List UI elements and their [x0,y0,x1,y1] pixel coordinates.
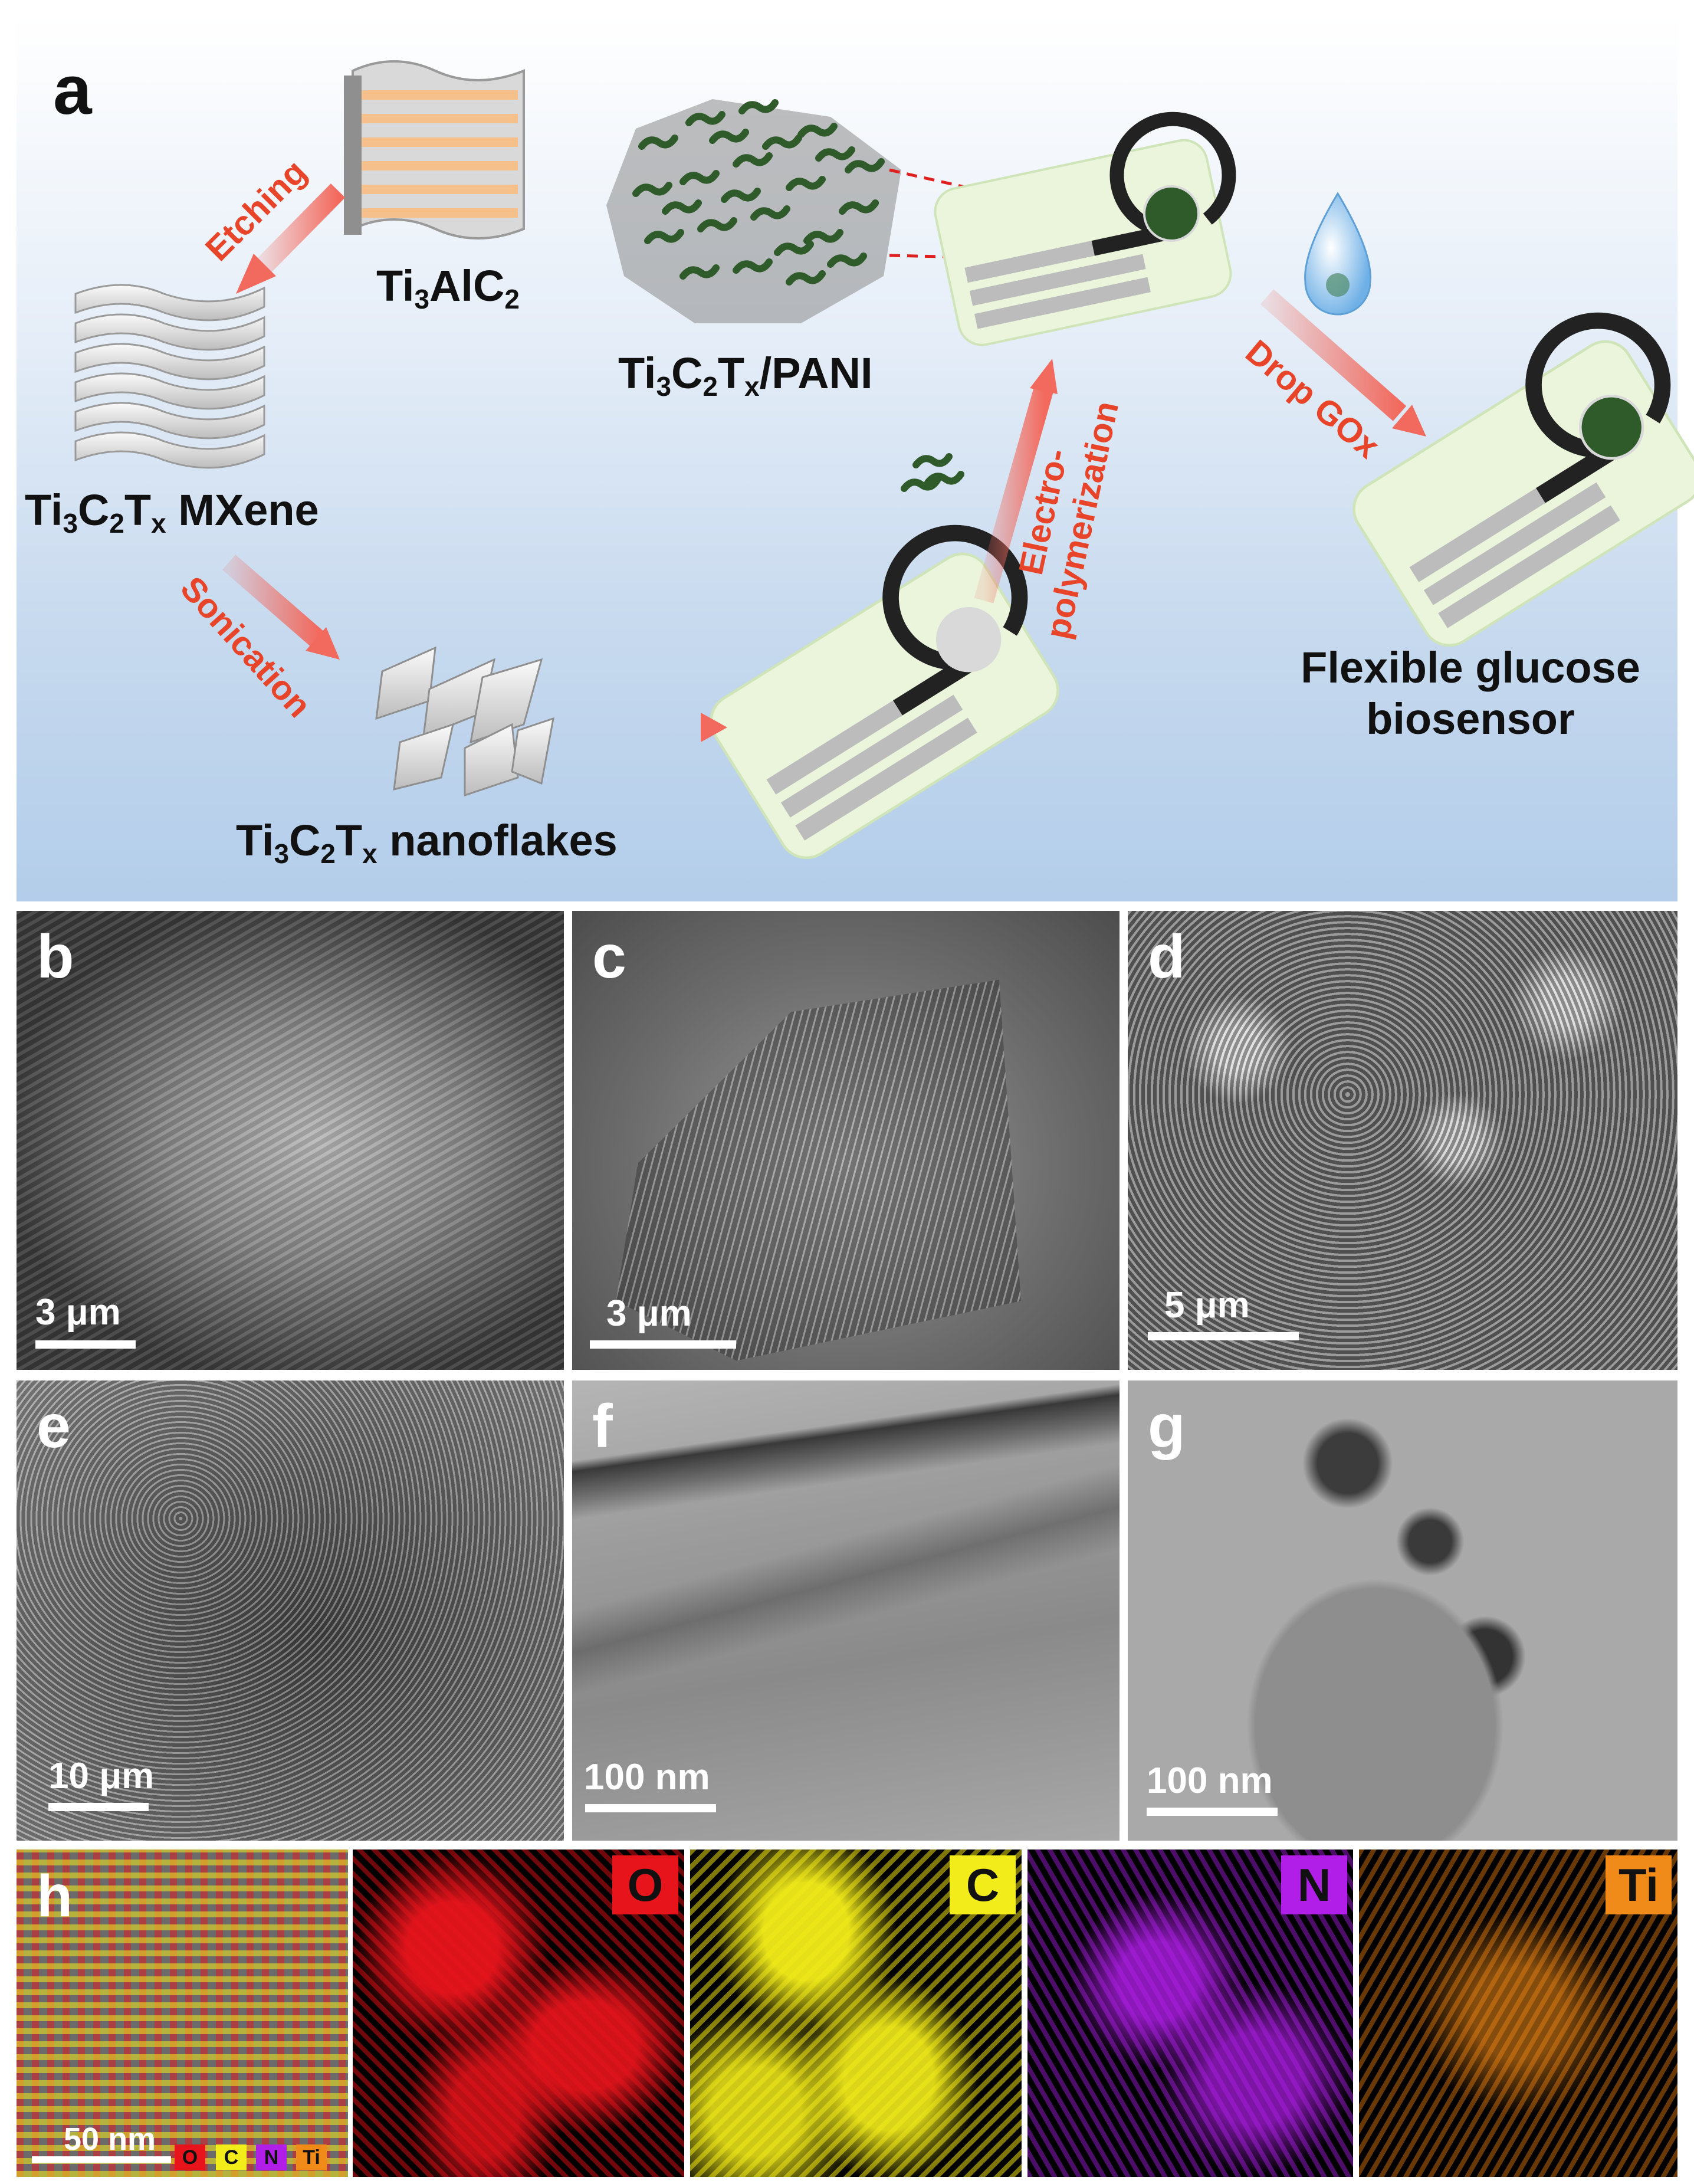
eds-tag-o: O [612,1855,678,1914]
label-biosensor: Flexible glucose biosensor [1301,643,1640,744]
panel-letter-e: e [37,1392,71,1461]
arrow-transfer [580,713,727,742]
legend-ti: Ti [296,2144,327,2170]
eds-tag-c: C [950,1855,1016,1914]
arrow-drop-gox [1260,289,1426,437]
panel-letter-c: c [592,923,626,991]
micrograph-e: e 10 μm [17,1380,564,1841]
nanoflakes-graphic [375,646,554,797]
legend-o: O [175,2144,205,2170]
sensor-final [1329,296,1694,655]
scale-label-c: 3 μm [606,1293,692,1334]
scale-bar-d [1148,1332,1299,1340]
label-composite: Ti3C2Tx/PANI [618,349,873,402]
arrow-electropolymerization [974,359,1058,604]
scale-label-b: 3 μm [35,1292,121,1333]
micrograph-f: f 100 nm [572,1380,1120,1841]
micrograph-c: c 3 μm [572,911,1120,1370]
label-nanoflakes: Ti3C2Tx nanoflakes [236,816,618,869]
composite-cluster [606,99,901,323]
panel-letter-d: d [1148,923,1186,991]
schematic-artwork [74,60,1677,901]
micrograph-d: d 5 μm [1128,911,1677,1370]
panel-letter-f: f [592,1392,613,1461]
panel-letter-g: g [1148,1392,1186,1461]
scale-bar-f [585,1804,716,1812]
panel-letter-b: b [37,923,74,991]
ti3alc2-block [344,60,525,240]
gox-droplet-icon [1304,192,1371,316]
scale-label-f: 100 nm [584,1757,710,1798]
panel-letter-h: h [37,1863,73,1929]
legend-c: C [216,2144,247,2170]
scale-bar-g [1147,1808,1278,1816]
eds-map-ti: Ti [1359,1849,1677,2177]
eds-map-n: N [1027,1849,1353,2177]
panel-letter-a: a [53,51,92,129]
scale-bar-e [48,1803,149,1811]
eds-overlay-map: h 50 nm O C N Ti [17,1849,348,2177]
scale-label-g: 100 nm [1147,1760,1273,1801]
label-mxene: Ti3C2Tx MXene [25,486,319,539]
micrograph-b: b 3 μm [17,911,564,1370]
eds-tag-n: N [1281,1855,1347,1914]
scale-label-e: 10 μm [48,1756,155,1796]
sensor-top [926,109,1255,349]
mxene-stack [74,284,265,469]
eds-tag-ti: Ti [1606,1855,1672,1914]
legend-n: N [256,2144,287,2170]
scale-bar-c [590,1340,736,1349]
label-ti3alc2: Ti3AlC2 [376,261,520,314]
micrograph-g: g 100 nm [1128,1380,1677,1841]
panel-a-schematic: a [17,17,1677,901]
eds-map-c: C [690,1849,1022,2177]
scale-bar-b [35,1340,136,1349]
arrow-sonication [222,555,340,660]
eds-map-o: O [353,1849,684,2177]
scale-label-h: 50 nm [64,2121,156,2157]
pani-fiber-small [904,457,961,488]
scale-bar-h [32,2156,171,2163]
arrow-etching [236,183,346,294]
scale-label-d: 5 μm [1164,1285,1250,1326]
